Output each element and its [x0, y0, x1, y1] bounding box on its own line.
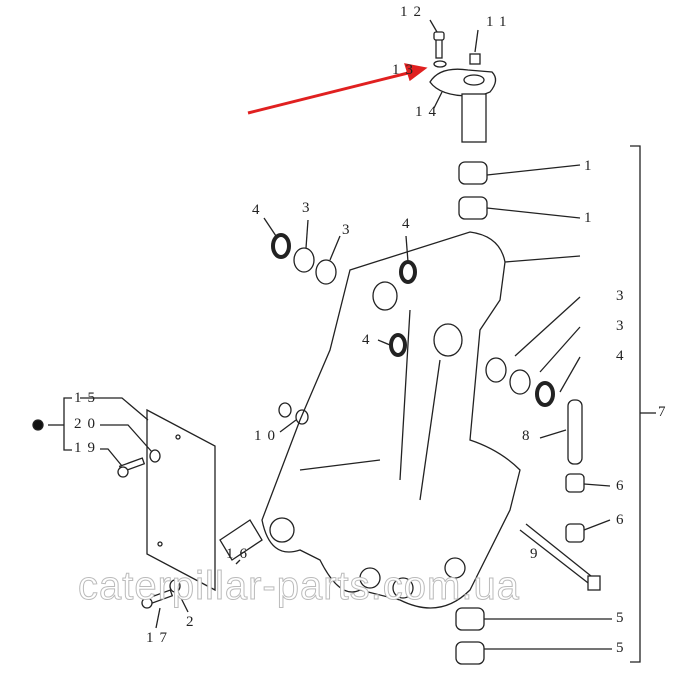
callout-19: 19: [74, 440, 101, 456]
callout-4: 4: [402, 216, 416, 232]
callout-9: 9: [530, 546, 544, 562]
watermark: caterpillar-parts.com.ua: [78, 564, 520, 608]
callout-10: 10: [254, 428, 281, 444]
grease-fitting-part-11: [469, 29, 481, 65]
callout-7: 7: [658, 404, 672, 420]
callout-3: 3: [616, 288, 630, 304]
callout-13: 13: [392, 62, 419, 78]
seal-and-spacer-parts: [263, 217, 581, 433]
callout-3: 3: [342, 222, 356, 238]
group-bracket-7: [630, 145, 656, 663]
lower-parts: [455, 399, 612, 665]
callout-3: 3: [302, 200, 316, 216]
red-arrow-indicator: [247, 63, 428, 115]
callout-6: 6: [616, 512, 630, 528]
callout-1: 1: [584, 210, 598, 226]
callout-1: 1: [584, 158, 598, 174]
callout-4: 4: [252, 202, 266, 218]
callout-2: 2: [186, 614, 200, 630]
callout-6: 6: [616, 478, 630, 494]
pin-part-14: [429, 68, 497, 143]
callout-16: 16: [226, 546, 253, 562]
group-bracket-15: [32, 397, 72, 451]
callout-5: 5: [616, 610, 630, 626]
callout-15: 15: [74, 390, 101, 406]
callout-4: 4: [362, 332, 376, 348]
callout-3: 3: [616, 318, 630, 334]
callout-20: 20: [74, 416, 101, 432]
cover-plate-part-15: [80, 397, 263, 629]
bushing-part-1: [458, 161, 581, 220]
callout-4: 4: [616, 348, 630, 364]
callout-5: 5: [616, 640, 630, 656]
callout-14: 14: [415, 104, 442, 120]
callout-12: 12: [400, 4, 427, 20]
callout-11: 11: [486, 14, 513, 30]
callout-8: 8: [522, 428, 536, 444]
main-frame-part-7: [261, 231, 581, 609]
bolt-part-12: [429, 19, 447, 68]
callout-17: 17: [146, 630, 173, 646]
